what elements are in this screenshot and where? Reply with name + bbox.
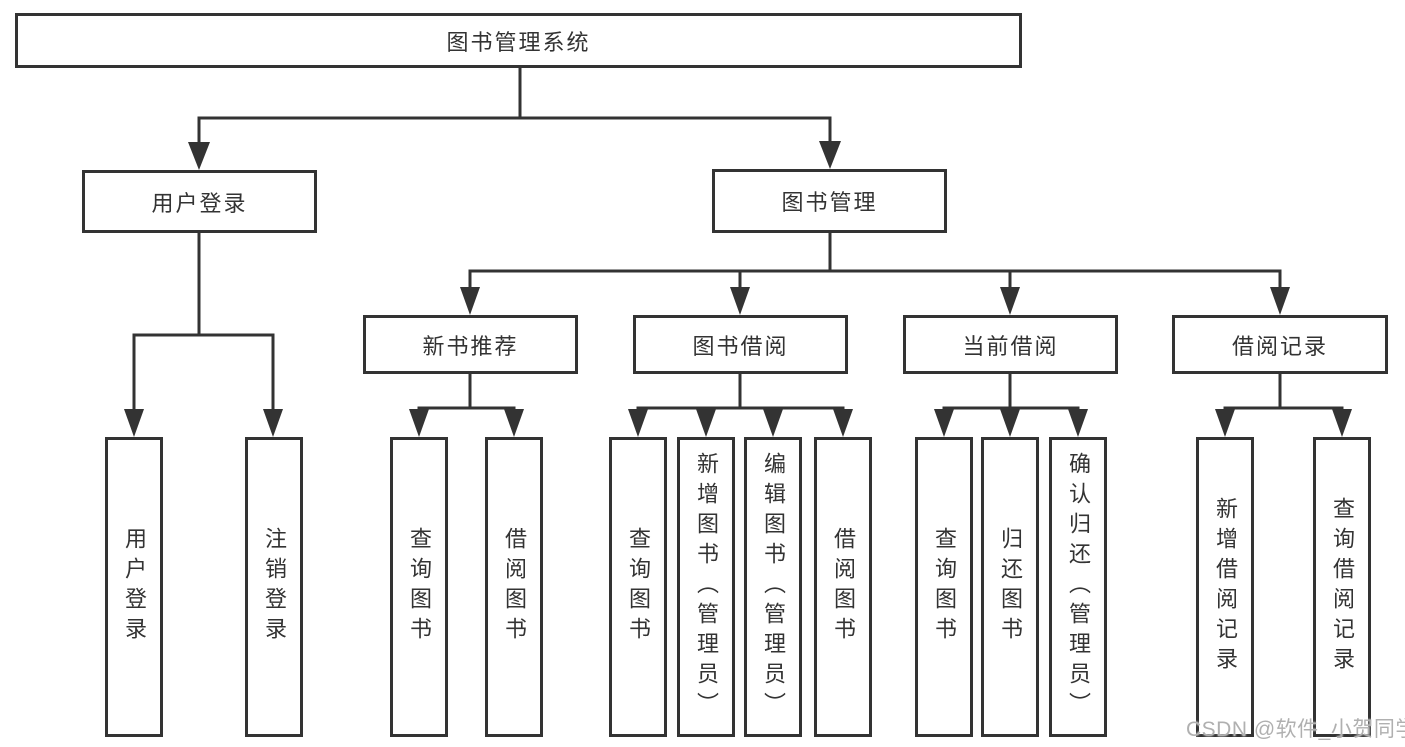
node-label: 新书推荐 xyxy=(422,333,519,359)
node-label: 归还图书 xyxy=(998,527,1023,647)
leaf-borrow-books: 借阅图书 xyxy=(814,437,872,737)
node-label: 借阅图书 xyxy=(502,527,527,647)
node-label: 新增图书（管理员） xyxy=(694,452,719,722)
leaf-query-books-recommend: 查询图书 xyxy=(390,437,448,737)
leaf-add-borrow-record: 新增借阅记录 xyxy=(1196,437,1254,737)
leaf-edit-books-admin: 编辑图书（管理员） xyxy=(744,437,802,737)
connector-userlogin-to-leaves xyxy=(124,233,283,437)
node-book-borrowing: 图书借阅 xyxy=(633,315,848,374)
leaf-query-books-borrowing: 查询图书 xyxy=(609,437,667,737)
leaf-borrow-books-recommend: 借阅图书 xyxy=(485,437,543,737)
node-label: 查询借阅记录 xyxy=(1330,497,1355,677)
node-new-book-recommendation: 新书推荐 xyxy=(363,315,578,374)
node-user-login-group: 用户登录 xyxy=(82,170,317,233)
leaf-query-borrow-record: 查询借阅记录 xyxy=(1313,437,1371,737)
node-label: 编辑图书（管理员） xyxy=(761,452,786,722)
csdn-watermark: CSDN @软件_小贺同学 xyxy=(1186,718,1405,741)
leaf-logout: 注销登录 xyxy=(245,437,303,737)
node-borrowing-records: 借阅记录 xyxy=(1172,315,1388,374)
node-current-borrowing: 当前借阅 xyxy=(903,315,1118,374)
leaf-user-login: 用户登录 xyxy=(105,437,163,737)
node-label: 用户登录 xyxy=(151,190,248,216)
leaf-add-books-admin: 新增图书（管理员） xyxy=(677,437,735,737)
leaf-query-books-current: 查询图书 xyxy=(915,437,973,737)
connector-current-to-leaves xyxy=(934,374,1088,437)
node-label: 图书管理 xyxy=(781,190,878,215)
node-label: 查询图书 xyxy=(626,527,651,647)
node-label: 确认归还（管理员） xyxy=(1066,452,1091,722)
connector-records-to-leaves xyxy=(1215,374,1352,437)
node-label: 借阅记录 xyxy=(1231,333,1328,359)
node-book-management: 图书管理 xyxy=(712,169,947,233)
node-label: 图书管理系统 xyxy=(446,29,591,55)
connector-bookmgmt-to-level3 xyxy=(460,233,1290,315)
node-library-management-system: 图书管理系统 xyxy=(15,13,1022,68)
node-label: 图书借阅 xyxy=(692,333,789,359)
node-label: 注销登录 xyxy=(262,527,287,647)
connector-borrow-to-leaves xyxy=(628,374,853,437)
node-label: 查询图书 xyxy=(407,527,432,647)
connector-newbooks-to-leaves xyxy=(409,374,524,437)
connector-root-to-level2 xyxy=(188,66,841,170)
node-label: 借阅图书 xyxy=(831,527,856,647)
node-label: 用户登录 xyxy=(122,527,147,647)
node-label: 当前借阅 xyxy=(962,333,1059,359)
node-label: 查询图书 xyxy=(932,527,957,647)
node-label: 新增借阅记录 xyxy=(1213,497,1238,677)
leaf-return-books: 归还图书 xyxy=(981,437,1039,737)
leaf-confirm-return-admin: 确认归还（管理员） xyxy=(1049,437,1107,737)
